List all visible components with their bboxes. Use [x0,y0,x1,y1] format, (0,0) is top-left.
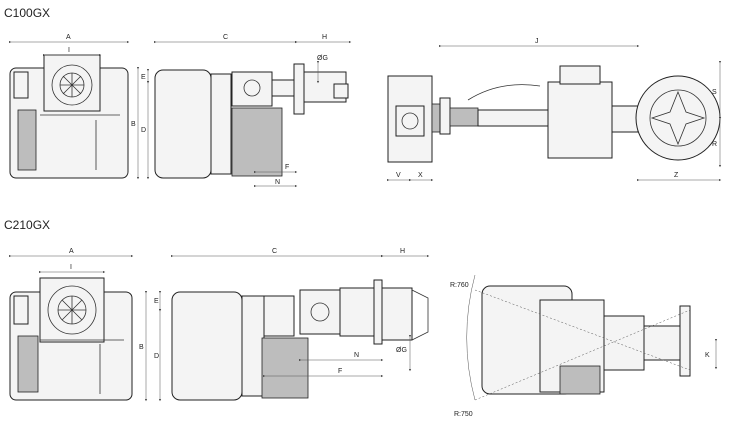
dim-label-x: X [418,172,423,179]
dim-label-n: N [275,179,280,186]
model-title-c100gx: C100GX [4,6,51,20]
dim-label-v: V [396,172,401,179]
c100gx-top-dims: J S R Z V X [386,38,722,182]
c100gx-front-dims: A I B [8,34,140,180]
dim-label-s: S [712,89,717,96]
dim-label-n-2: N [354,352,359,359]
dim-label-i-2: I [70,264,72,271]
dim-label-f-2: F [338,368,342,375]
c100gx-side-view [154,63,349,179]
dim-label-d: D [141,127,146,134]
model-title-c210gx: C210GX [4,218,51,232]
c210gx-side-view [171,279,429,401]
dim-label-b-2: B [139,344,144,351]
dim-label-a-2: A [69,248,74,255]
dim-label-r750: R:750 [454,411,473,418]
dim-label-g-2: ØG [396,347,407,354]
dim-label-h-2: H [400,248,405,255]
dim-label-c: C [223,34,228,41]
dim-label-e: E [141,74,146,81]
dim-label-b: B [131,121,136,128]
dim-label-d-2: D [154,353,159,360]
dim-label-k: K [705,352,710,359]
dim-label-z: Z [674,172,679,179]
dim-label-a: A [66,34,71,41]
dim-label-i: I [68,47,70,54]
dim-label-e-2: E [154,298,159,305]
c210gx-clearance-view [466,274,691,401]
c210gx-side-dims: C H E D ØG N F [154,248,430,402]
dim-label-f: F [285,164,289,171]
c100gx-top-view [387,65,721,163]
dim-label-g: ØG [317,55,328,62]
c210gx-clearance-dims: R:760 R:750 K [450,282,718,418]
c100gx-front-view [9,54,129,179]
dim-label-r: R [712,141,717,148]
dim-label-j: J [535,38,539,45]
c100gx-side-dims: C H D E ØG F N [141,34,352,188]
c210gx-front-dims: A I B [8,248,148,402]
dim-label-c-2: C [272,248,277,255]
dim-label-r760: R:760 [450,282,469,289]
dim-label-h: H [322,34,327,41]
c210gx-front-view [9,277,133,401]
